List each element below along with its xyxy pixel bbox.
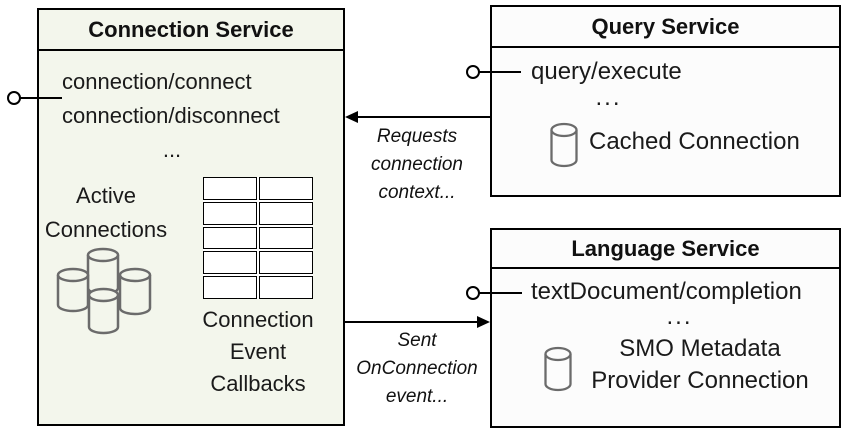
language-service-box: Language Service textDocument/completion…: [490, 228, 841, 428]
connection-service-header: Connection Service: [39, 10, 343, 51]
callbacks-table: [203, 177, 313, 299]
table-cell: [203, 251, 257, 275]
table-cell: [259, 276, 313, 299]
table-cell: [259, 201, 313, 225]
query-service-header: Query Service: [492, 7, 839, 48]
table-cell: [203, 177, 257, 200]
arrow-sent-label: Sent OnConnection event...: [356, 330, 478, 407]
query-service-box: Query Service query/execute ... Cached C…: [490, 5, 841, 197]
cached-connection-label: Cached Connection: [589, 128, 800, 155]
method-textdocument-completion: textDocument/completion: [531, 278, 802, 305]
interface-connector-circle-icon: [7, 91, 21, 105]
interface-connector-stem: [20, 97, 62, 99]
method-query-execute: query/execute: [531, 58, 682, 85]
connection-service-box: Connection Service connection/connect co…: [37, 8, 345, 426]
language-ellipsis: ...: [666, 303, 693, 330]
arrow-requests-line: [352, 116, 490, 118]
interface-connector-circle-icon: [466, 286, 480, 300]
methods-ellipsis: ...: [162, 137, 182, 162]
table-cell: [259, 177, 313, 200]
query-service-title: Query Service: [591, 13, 740, 39]
method-connection-connect: connection/connect: [62, 69, 252, 94]
table-cell: [259, 251, 313, 275]
database-icon: [544, 346, 572, 392]
connection-service-title: Connection Service: [88, 16, 294, 42]
interface-connector-circle-icon: [466, 65, 480, 79]
connection-methods-list: connection/connect connection/disconnect…: [62, 65, 282, 167]
connection-event-callbacks-label: Connection Event Callbacks: [202, 307, 314, 396]
query-ellipsis: ...: [595, 84, 622, 111]
interface-connector-stem: [479, 292, 522, 294]
arrow-requests-head: [345, 111, 358, 123]
table-cell: [203, 201, 257, 225]
method-connection-disconnect: connection/disconnect: [62, 103, 280, 128]
active-connections-label: Active Connections: [44, 183, 168, 242]
language-service-header: Language Service: [492, 230, 839, 269]
interface-connector-stem: [479, 71, 521, 73]
arrow-sent-line: [345, 321, 480, 323]
smo-metadata-provider-label: SMO Metadata Provider Connection: [591, 335, 809, 394]
table-cell: [203, 226, 257, 250]
database-cluster-icon: [56, 247, 152, 335]
language-service-title: Language Service: [571, 235, 760, 261]
database-icon: [550, 122, 578, 168]
table-cell: [203, 276, 257, 299]
arrow-requests-label: Requests connection context...: [371, 126, 463, 203]
table-cell: [259, 226, 313, 250]
arrow-sent-head: [477, 316, 490, 328]
